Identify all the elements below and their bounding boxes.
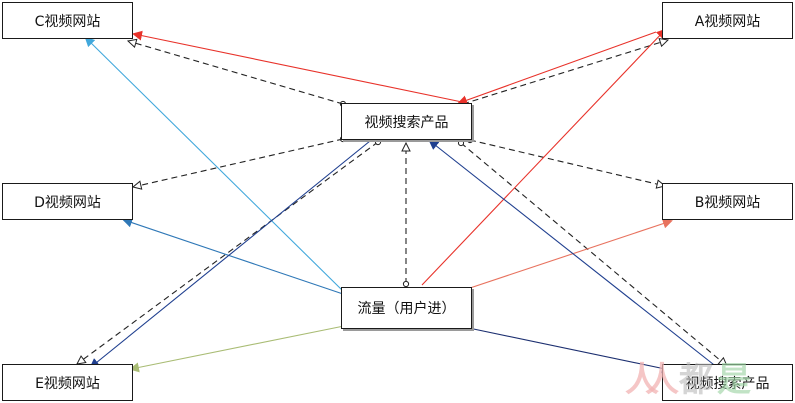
node-c-site: C视频网站	[2, 2, 133, 39]
dash-search-to-c	[128, 41, 343, 104]
dash-search-to-e	[77, 142, 378, 364]
node-b-site-label: B视频网站	[694, 194, 761, 211]
solid-connectors	[84, 28, 719, 374]
navy-search-bottom-to-search	[428, 139, 719, 369]
navy-traffic-to-search-bottom	[463, 326, 672, 374]
red-traffic-to-a	[421, 28, 667, 286]
node-traffic: 流量（用户进）	[341, 287, 472, 329]
node-search-bottom: 视频搜索产品	[662, 364, 793, 401]
lightred-traffic-to-b	[457, 218, 673, 293]
red-a-to-search	[457, 31, 657, 105]
cyan-traffic-to-c	[84, 36, 345, 293]
node-d-site: D视频网站	[2, 183, 133, 220]
node-search-bottom-label: 视频搜索产品	[685, 375, 770, 392]
node-search-top: 视频搜索产品	[341, 103, 472, 140]
dash-search-to-a	[463, 40, 668, 104]
node-e-site-label: E视频网站	[35, 375, 100, 392]
blue-traffic-to-d	[122, 217, 344, 295]
node-b-site: B视频网站	[662, 183, 793, 220]
dash-search-to-search-bottom	[461, 143, 727, 366]
dash-search-to-d	[133, 139, 343, 187]
red-search-to-c	[132, 30, 463, 103]
dashed-connectors	[77, 40, 727, 366]
node-a-site-label: A视频网站	[694, 13, 761, 30]
navy-search-to-e	[89, 140, 371, 369]
dash-search-to-b	[470, 140, 665, 186]
node-e-site: E视频网站	[2, 364, 133, 401]
node-a-site: A视频网站	[662, 2, 793, 39]
node-d-site-label: D视频网站	[34, 194, 101, 211]
olive-traffic-to-e	[129, 325, 345, 373]
node-traffic-label: 流量（用户进）	[357, 301, 456, 317]
node-search-top-label: 视频搜索产品	[364, 114, 449, 131]
node-c-site-label: C视频网站	[34, 13, 101, 30]
